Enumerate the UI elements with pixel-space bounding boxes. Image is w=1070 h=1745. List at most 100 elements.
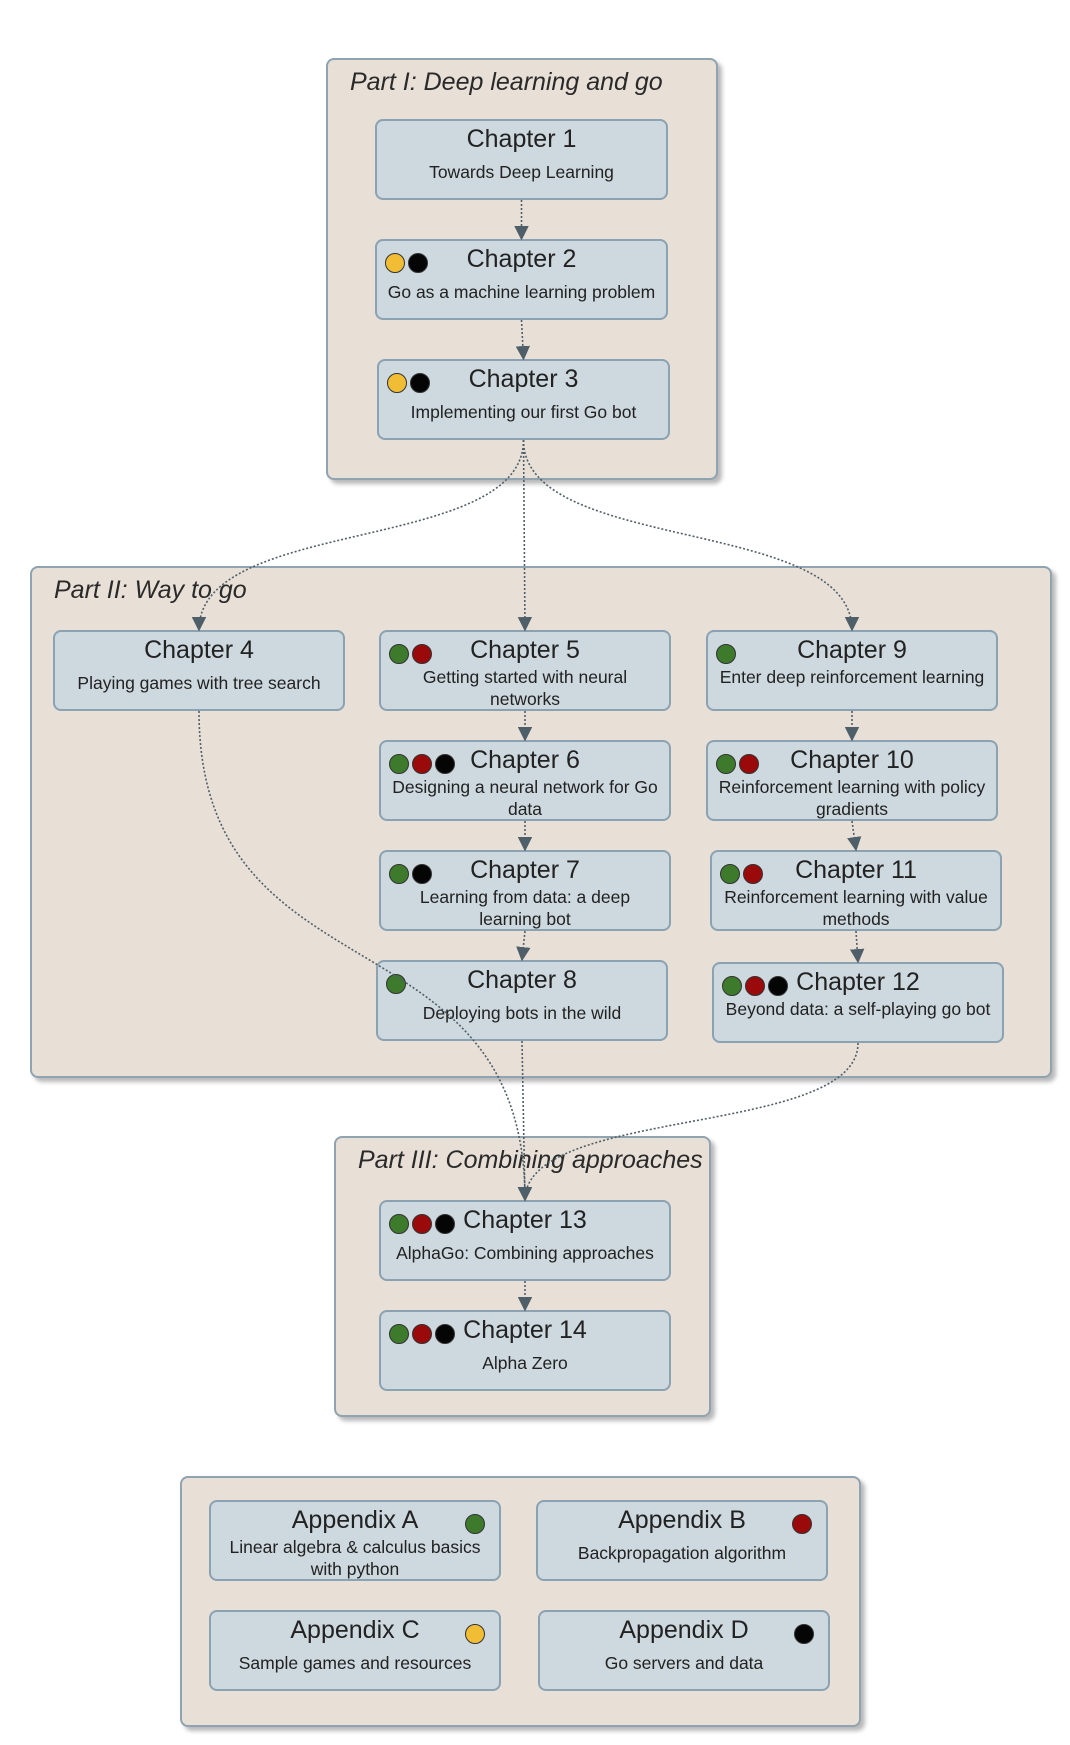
node-subtitle: Enter deep reinforcement learning bbox=[719, 667, 985, 687]
node-ch3: Chapter 3 Implementing our first Go bot bbox=[377, 359, 670, 440]
node-subtitle: Reinforcement learning with value method… bbox=[724, 887, 988, 929]
red-marker-icon bbox=[792, 1514, 812, 1534]
node-subtitle: Learning from data: a deep learning bot bbox=[419, 887, 631, 929]
topic-markers bbox=[465, 1624, 485, 1644]
topic-markers bbox=[386, 974, 406, 994]
yellow-marker-icon bbox=[387, 373, 407, 393]
red-marker-icon bbox=[743, 864, 763, 884]
topic-markers bbox=[387, 373, 430, 393]
node-title: Chapter 13 bbox=[463, 1206, 587, 1234]
green-marker-icon bbox=[389, 1324, 409, 1344]
node-title: Chapter 10 bbox=[790, 746, 914, 774]
node-title: Appendix A bbox=[291, 1506, 419, 1534]
node-ch1: Chapter 1 Towards Deep Learning bbox=[375, 119, 668, 200]
node-subtitle: Linear algebra & calculus basics with py… bbox=[229, 1537, 481, 1579]
node-title: Chapter 5 bbox=[470, 636, 580, 664]
node-title: Chapter 3 bbox=[468, 365, 579, 393]
topic-markers bbox=[389, 754, 455, 774]
node-title: Chapter 4 bbox=[144, 636, 254, 664]
topic-markers bbox=[389, 1324, 455, 1344]
green-marker-icon bbox=[720, 864, 740, 884]
topic-markers bbox=[722, 976, 788, 996]
node-appA: Appendix A Linear algebra & calculus basi… bbox=[209, 1500, 501, 1581]
node-appC: Appendix C Sample games and resources bbox=[209, 1610, 501, 1691]
group-title: Part III: Combining approaches bbox=[358, 1146, 703, 1174]
red-marker-icon bbox=[739, 754, 759, 774]
green-marker-icon bbox=[716, 644, 736, 664]
node-title: Appendix D bbox=[619, 1616, 749, 1644]
node-subtitle: AlphaGo: Combining approaches bbox=[396, 1243, 654, 1263]
node-ch13: Chapter 13 AlphaGo: Combining approaches bbox=[379, 1200, 671, 1281]
topic-markers bbox=[389, 1214, 455, 1234]
node-ch4: Chapter 4 Playing games with tree search bbox=[53, 630, 345, 711]
node-subtitle: Getting started with neural networks bbox=[422, 667, 628, 709]
yellow-marker-icon bbox=[465, 1624, 485, 1644]
topic-markers bbox=[716, 644, 736, 664]
node-ch14: Chapter 14 Alpha Zero bbox=[379, 1310, 671, 1391]
topic-markers bbox=[792, 1514, 812, 1534]
node-ch2: Chapter 2 Go as a machine learning proble… bbox=[375, 239, 668, 320]
topic-markers bbox=[385, 253, 428, 273]
group-title: Part II: Way to go bbox=[54, 576, 247, 604]
node-subtitle: Implementing our first Go bot bbox=[410, 402, 637, 422]
node-ch8: Chapter 8 Deploying bots in the wild bbox=[376, 960, 668, 1041]
topic-markers bbox=[389, 644, 432, 664]
black-marker-icon bbox=[435, 1214, 455, 1234]
black-marker-icon bbox=[794, 1624, 814, 1644]
node-title: Chapter 11 bbox=[795, 856, 917, 884]
node-title: Chapter 2 bbox=[466, 245, 577, 273]
topic-markers bbox=[389, 864, 432, 884]
black-marker-icon bbox=[412, 864, 432, 884]
node-subtitle: Backpropagation algorithm bbox=[577, 1543, 787, 1563]
green-marker-icon bbox=[389, 644, 409, 664]
node-subtitle: Playing games with tree search bbox=[77, 673, 321, 693]
node-subtitle: Alpha Zero bbox=[482, 1353, 568, 1373]
node-title: Chapter 8 bbox=[467, 966, 577, 994]
node-subtitle: Sample games and resources bbox=[238, 1653, 472, 1673]
topic-markers bbox=[720, 864, 763, 884]
node-ch11: Chapter 11 Reinforcement learning with va… bbox=[710, 850, 1002, 931]
node-appD: Appendix D Go servers and data bbox=[538, 1610, 830, 1691]
node-ch5: Chapter 5 Getting started with neural net… bbox=[379, 630, 671, 711]
black-marker-icon bbox=[435, 754, 455, 774]
red-marker-icon bbox=[412, 1324, 432, 1344]
node-subtitle: Deploying bots in the wild bbox=[422, 1003, 622, 1023]
node-subtitle: Go as a machine learning problem bbox=[387, 282, 656, 302]
node-ch10: Chapter 10 Reinforcement learning with po… bbox=[706, 740, 998, 821]
black-marker-icon bbox=[408, 253, 428, 273]
green-marker-icon bbox=[716, 754, 736, 774]
black-marker-icon bbox=[410, 373, 430, 393]
green-marker-icon bbox=[465, 1514, 485, 1534]
green-marker-icon bbox=[389, 754, 409, 774]
yellow-marker-icon bbox=[385, 253, 405, 273]
node-subtitle: Towards Deep Learning bbox=[429, 162, 614, 182]
topic-markers bbox=[465, 1514, 485, 1534]
red-marker-icon bbox=[412, 644, 432, 664]
node-title: Chapter 1 bbox=[466, 125, 577, 153]
node-ch12: Chapter 12 Beyond data: a self-playing go… bbox=[712, 962, 1004, 1043]
red-marker-icon bbox=[745, 976, 765, 996]
node-subtitle: Go servers and data bbox=[604, 1653, 764, 1673]
node-appB: Appendix B Backpropagation algorithm bbox=[536, 1500, 828, 1581]
node-title: Chapter 14 bbox=[463, 1316, 587, 1344]
node-title: Appendix C bbox=[290, 1616, 420, 1644]
node-subtitle: Reinforcement learning with policy gradi… bbox=[718, 777, 986, 819]
black-marker-icon bbox=[435, 1324, 455, 1344]
topic-markers bbox=[716, 754, 759, 774]
red-marker-icon bbox=[412, 1214, 432, 1234]
red-marker-icon bbox=[412, 754, 432, 774]
group-title: Part I: Deep learning and go bbox=[350, 68, 663, 96]
green-marker-icon bbox=[386, 974, 406, 994]
topic-markers bbox=[794, 1624, 814, 1644]
green-marker-icon bbox=[389, 1214, 409, 1234]
green-marker-icon bbox=[389, 864, 409, 884]
node-subtitle: Designing a neural network for Go data bbox=[392, 777, 658, 819]
green-marker-icon bbox=[722, 976, 742, 996]
node-subtitle: Beyond data: a self-playing go bot bbox=[725, 999, 991, 1019]
node-title: Chapter 12 bbox=[796, 968, 920, 996]
node-title: Appendix B bbox=[618, 1506, 746, 1534]
